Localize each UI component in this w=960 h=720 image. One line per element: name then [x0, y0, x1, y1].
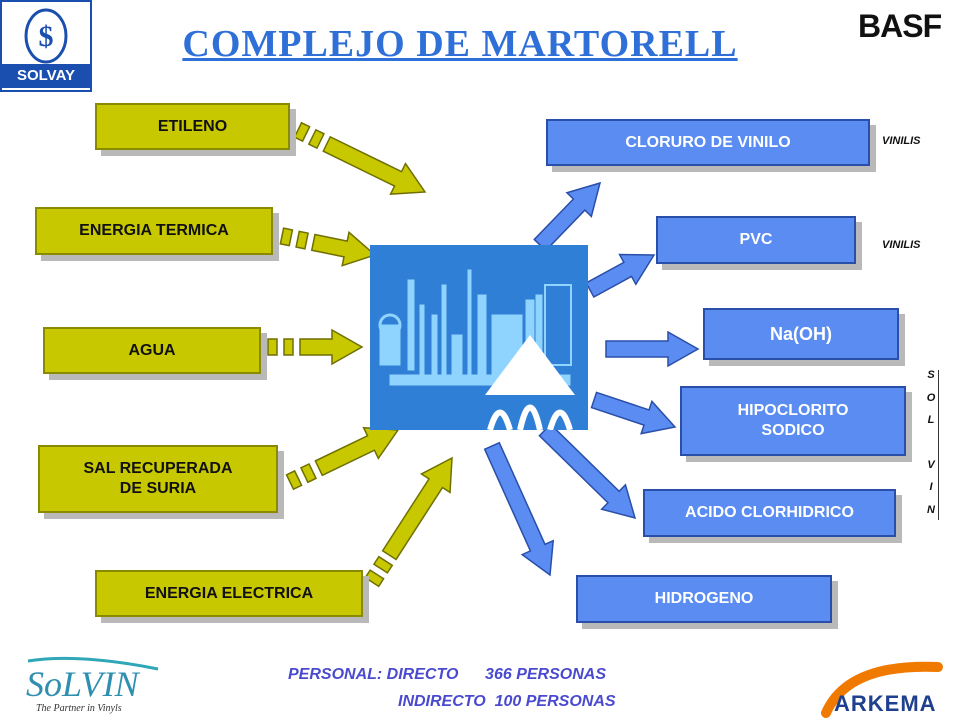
output-label: CLORURO DE VINILO [625, 133, 791, 151]
solvin-vertical-label: S O L V I N [924, 364, 938, 521]
page-title: COMPLEJO DE MARTORELL [182, 23, 738, 65]
solvin-wordmark: SoLVIN [26, 664, 139, 704]
arrow-acido [538, 423, 637, 520]
solvin-letter: N [927, 503, 935, 516]
arrow-pvc [585, 253, 656, 299]
arrow-hidrogeno [483, 441, 555, 577]
arrow-naoh [605, 330, 700, 368]
arrow-agua [267, 328, 364, 366]
output-label: Na(OH) [770, 323, 832, 344]
arrow-etileno [293, 121, 427, 195]
solvin-letter: L [927, 414, 935, 426]
plant-silhouette-icon [378, 269, 575, 430]
arkema-logo: ARKEMA [808, 655, 958, 719]
solvin-letter: O [926, 391, 936, 404]
arrow-sal [285, 426, 400, 491]
input-label: SAL RECUPERADA DE SURIA [83, 460, 233, 497]
arkema-swoosh-icon [821, 661, 943, 718]
input-label: ENERGIA TERMICA [79, 222, 229, 239]
footer-personal-indirecto: INDIRECTO 100 PERSONAS [398, 693, 616, 710]
input-label: AGUA [128, 341, 176, 359]
label-vinilis-pvc: VINILIS [882, 239, 921, 251]
input-label: ENERGIA ELECTRICA [144, 584, 314, 602]
input-box-etileno: ETILENO [95, 103, 290, 150]
output-label: ACIDO CLORHIDRICO [685, 504, 854, 521]
solvin-letter: V [927, 458, 935, 471]
output-box-pvc: PVC [656, 216, 856, 264]
arrow-hipoclorito [590, 391, 677, 435]
arrow-cloruro [533, 181, 602, 252]
solvin-bracket-line [938, 370, 939, 520]
solvin-tagline: The Partner in Vinyls [36, 703, 122, 714]
solvin-logo: SoLVIN The Partner in Vinyls [8, 655, 168, 717]
input-box-sal-recuperada: SAL RECUPERADA DE SURIA [38, 445, 278, 513]
input-box-agua: AGUA [43, 327, 261, 374]
footer-personal-directo: PERSONAL: DIRECTO 366 PERSONAS [288, 666, 606, 683]
output-box-hidrogeno: HIDROGENO [576, 575, 832, 623]
arrow-energia-electrica [364, 456, 453, 588]
solvin-letter: I [929, 481, 933, 493]
input-box-energia-termica: ENERGIA TERMICA [35, 207, 273, 255]
svg-text:$: $ [39, 20, 54, 53]
output-box-hipoclorito-sodico: HIPOCLORITO SODICO [680, 386, 906, 456]
output-label: HIPOCLORITO SODICO [737, 402, 849, 439]
plant-image [370, 245, 588, 430]
solvay-logo: $ SOLVAY [0, 0, 92, 92]
output-box-acido-clorhidrico: ACIDO CLORHIDRICO [643, 489, 896, 537]
output-label: HIDROGENO [654, 590, 754, 607]
output-box-cloruro-de-vinilo: CLORURO DE VINILO [546, 119, 870, 166]
input-label: ETILENO [157, 117, 228, 135]
solvin-letter: S [927, 369, 935, 381]
solvay-wordmark: SOLVAY [2, 64, 90, 88]
output-box-naoh: Na(OH) [703, 308, 899, 360]
solvay-emblem-icon: $ [24, 8, 68, 64]
output-label: PVC [739, 231, 773, 248]
basf-logo: BASF [858, 8, 942, 44]
solvin-swoosh-icon [27, 656, 159, 671]
arkema-wordmark: ARKEMA [834, 691, 937, 716]
label-vinilis-cvm: VINILIS [882, 135, 921, 147]
input-box-energia-electrica: ENERGIA ELECTRICA [95, 570, 363, 617]
arrow-energia-termica [279, 227, 377, 267]
